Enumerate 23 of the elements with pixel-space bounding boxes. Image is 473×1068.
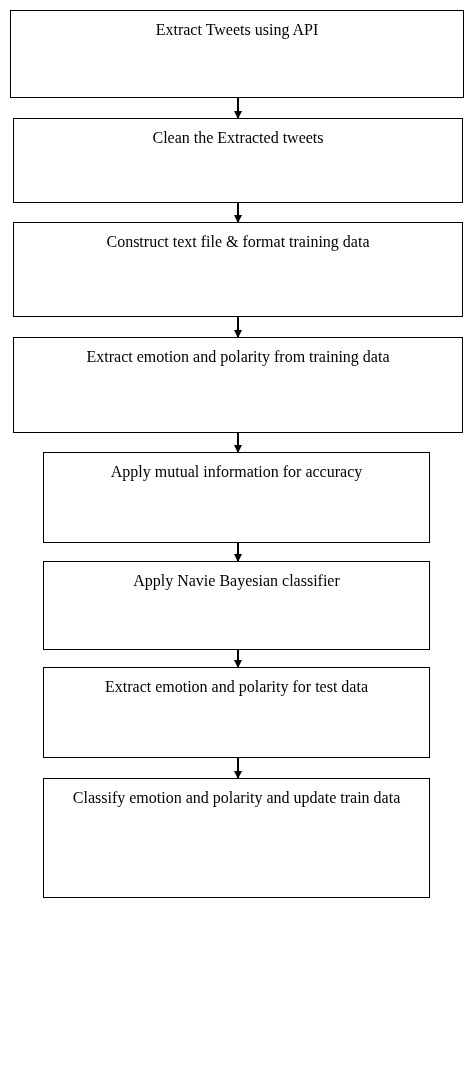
step-text: Extract emotion and polarity from training data <box>85 347 391 368</box>
process-box <box>43 561 430 650</box>
arrow <box>234 97 242 119</box>
arrow <box>234 542 242 562</box>
process-box <box>13 337 463 433</box>
step-text: Clean the Extracted tweets <box>151 128 325 148</box>
arrow <box>234 649 242 668</box>
process-box <box>43 667 430 758</box>
step-text: Extract Tweets using API <box>154 20 320 41</box>
arrow <box>234 432 242 453</box>
arrow <box>234 757 242 779</box>
step-text: Construct text file & format training data <box>105 232 371 253</box>
process-box <box>43 452 430 543</box>
arrow <box>234 316 242 338</box>
step-text: Apply Navie Bayesian classifier <box>132 571 341 592</box>
arrow <box>234 202 242 223</box>
process-box <box>43 778 430 898</box>
process-box <box>13 222 463 317</box>
step-text: Extract emotion and polarity for test data <box>104 677 369 698</box>
step-text: Apply mutual information for accuracy <box>109 462 364 483</box>
process-box <box>13 118 463 203</box>
step-text: Classify emotion and polarity and update train data <box>71 788 402 809</box>
process-box <box>10 10 464 98</box>
